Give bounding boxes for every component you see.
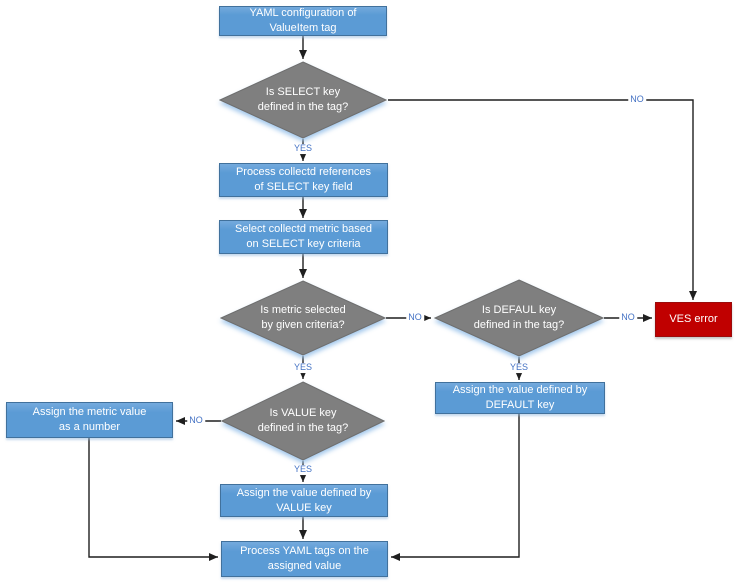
edge-label-default-no: NO [619, 312, 637, 323]
node-process-collectd-references-label: Process collectd references of SELECT ke… [235, 166, 372, 193]
node-assign-metric-number: Assign the metric value as a number [6, 402, 173, 438]
node-decision-select-key-label: Is SELECT key defined in the tag? [257, 86, 349, 113]
diamond-shape [219, 61, 387, 139]
node-assign-default-key: Assign the value defined by DEFAULT key [435, 382, 605, 414]
edge-select-no-to-ves [388, 99, 697, 300]
diamond-shape [434, 279, 604, 357]
node-decision-metric-selected: Is metric selected by given criteria? [220, 280, 386, 356]
node-select-collectd-metric-label: Select collectd metric based on SELECT k… [235, 223, 372, 250]
node-process-collectd-references: Process collectd references of SELECT ke… [219, 163, 388, 197]
edge-label-metric-no: NO [406, 312, 424, 323]
node-decision-default-key: Is DEFAUL key defined in the tag? [434, 279, 604, 357]
diamond-shape [220, 280, 386, 356]
node-decision-default-key-label: Is DEFAUL key defined in the tag? [473, 304, 565, 331]
edge-label-value-yes: YES [291, 464, 315, 475]
node-process-yaml-tags: Process YAML tags on the assigned value [221, 541, 388, 577]
node-decision-metric-selected-label: Is metric selected by given criteria? [260, 304, 346, 331]
node-select-collectd-metric: Select collectd metric based on SELECT k… [219, 220, 388, 254]
node-ves-error-label: VES error [669, 313, 718, 326]
node-start-label: YAML configuration of ValueItem tag [249, 7, 357, 34]
edge-label-default-yes: YES [507, 362, 531, 373]
node-assign-metric-number-label: Assign the metric value as a number [32, 406, 147, 433]
node-decision-value-key-label: Is VALUE key defined in the tag? [257, 407, 349, 434]
edge-label-select-no: NO [628, 94, 646, 105]
node-decision-value-key: Is VALUE key defined in the tag? [221, 381, 385, 461]
edge-label-select-yes: YES [291, 143, 315, 154]
edge-assigndefault-to-processtags [391, 414, 520, 561]
diamond-shape [221, 381, 385, 461]
node-assign-default-key-label: Assign the value defined by DEFAULT key [452, 384, 588, 411]
node-start: YAML configuration of ValueItem tag [219, 6, 387, 36]
node-ves-error: VES error [655, 302, 732, 337]
node-assign-value-key: Assign the value defined by VALUE key [220, 484, 388, 517]
node-process-yaml-tags-label: Process YAML tags on the assigned value [240, 545, 369, 572]
node-assign-value-key-label: Assign the value defined by VALUE key [236, 486, 372, 514]
edge-metricnumber-to-processtags [88, 438, 218, 561]
edge-label-value-no: NO [187, 415, 205, 426]
node-decision-select-key: Is SELECT key defined in the tag? [219, 61, 387, 139]
edge-label-metric-yes: YES [291, 362, 315, 373]
